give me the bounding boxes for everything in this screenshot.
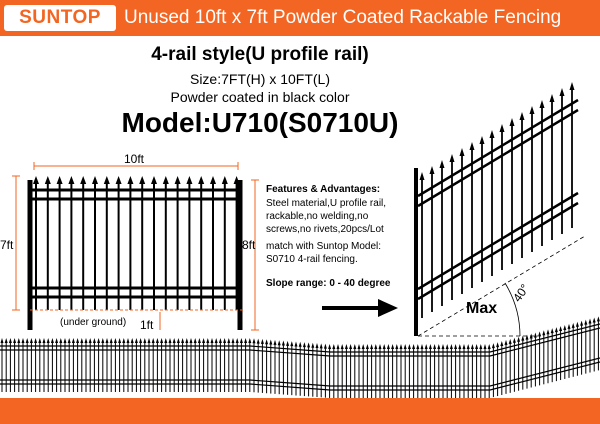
picket — [559, 88, 565, 234]
racked-fence-rails — [417, 98, 579, 301]
height-right-label: 8ft — [242, 238, 256, 252]
picket — [569, 82, 575, 228]
dimension-lines — [12, 162, 259, 331]
height-left-label: 7ft — [0, 238, 14, 252]
picket — [469, 142, 475, 288]
max-label: Max — [466, 300, 498, 317]
underground-note: (under ground) — [60, 317, 127, 328]
feature-line: Steel material,U profile rail, — [266, 198, 387, 209]
fence-post — [237, 180, 243, 330]
features-heading: Features & Advantages: — [266, 184, 381, 195]
picket — [529, 106, 535, 252]
picket — [439, 160, 445, 306]
racked-fence-pickets — [414, 82, 575, 336]
picket — [419, 172, 425, 318]
picket — [459, 148, 465, 294]
installed-fence-strip — [0, 316, 600, 398]
picket — [509, 118, 515, 264]
width-label: 10ft — [124, 152, 145, 166]
picket — [519, 112, 525, 258]
header-bar: SUNTOP Unused 10ft x 7ft Powder Coated R… — [0, 0, 600, 36]
style-heading: 4-rail style(U profile rail) — [151, 44, 369, 65]
picket — [449, 154, 455, 300]
picket — [429, 166, 435, 312]
underground-depth-label: 1ft — [140, 318, 154, 332]
feature-line: rackable,no welding,no — [266, 211, 369, 222]
feature-line: S0710 4-rail fencing. — [266, 254, 358, 265]
brand-logo: SUNTOP — [4, 5, 116, 31]
fence-post — [414, 168, 418, 336]
picket — [499, 124, 505, 270]
front-fence-rails — [30, 188, 240, 299]
footer-bar — [0, 398, 600, 424]
strip-fence-rails — [0, 323, 600, 391]
feature-line: match with Suntop Model: — [266, 241, 382, 252]
slope-angle-guide — [417, 235, 586, 337]
size-text: Size:7FT(H) x 10FT(L) — [189, 71, 330, 87]
fence-post — [27, 180, 33, 330]
picket — [549, 94, 555, 240]
picket — [489, 130, 495, 276]
picket — [539, 100, 545, 246]
feature-line: screws,no rivets,20pcs/Lot — [266, 224, 384, 235]
model-heading: Model:U710(S0710U) — [121, 107, 399, 138]
picket — [479, 136, 485, 282]
slope-range: Slope range: 0 - 40 degree — [266, 278, 391, 289]
finish-text: Powder coated in black color — [170, 89, 350, 105]
page-title: Unused 10ft x 7ft Powder Coated Rackable… — [124, 7, 562, 28]
